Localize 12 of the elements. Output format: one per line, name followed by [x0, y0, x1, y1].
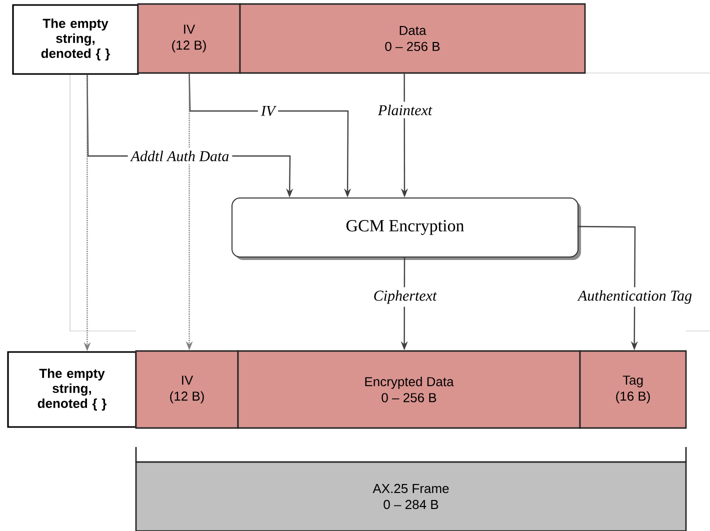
label-box: The empty string, denoted { }	[7, 351, 137, 428]
field-box: IV (12 B)	[137, 3, 241, 74]
edge-label: Plaintext	[374, 102, 436, 118]
label-box: The empty string, denoted { }	[12, 4, 139, 75]
field-box: Tag (16 B)	[579, 350, 687, 429]
edge-label: Ciphertext	[370, 287, 440, 307]
edge-label: Addtl Auth Data	[128, 148, 232, 164]
process-box: GCM Encryption	[232, 198, 578, 258]
edge-label: Authentication Tag	[575, 287, 696, 307]
field-box: IV (12 B)	[135, 350, 239, 429]
frame-box: AX.25 Frame 0 – 284 B	[135, 461, 687, 531]
edge-label: IV	[258, 102, 278, 120]
